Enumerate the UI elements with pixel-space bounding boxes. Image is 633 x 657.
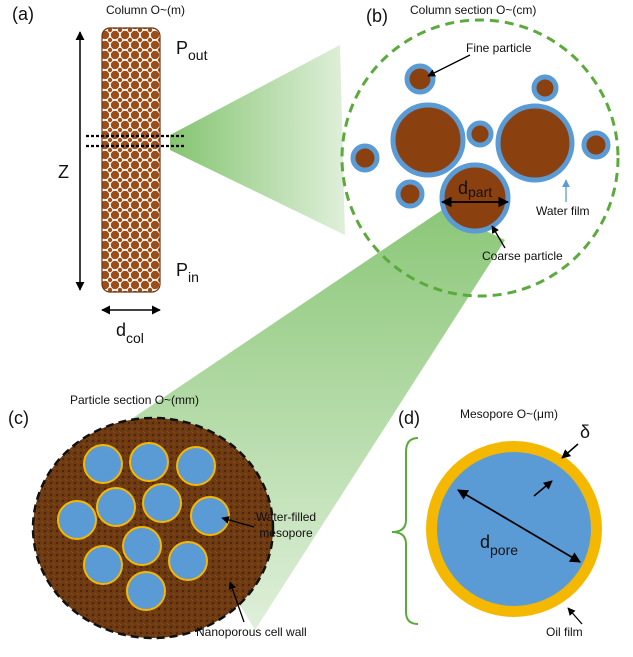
outlet-pressure-main: P	[176, 38, 188, 58]
water-film-label: Water film	[536, 204, 590, 218]
fine-particle	[395, 179, 425, 209]
coarse-particle-pointer	[491, 225, 506, 249]
inlet-pressure-label: Pin	[176, 260, 199, 285]
panel-a-label: (a)	[12, 4, 34, 24]
mesopore-group	[57, 442, 230, 611]
inlet-pressure-main: P	[176, 260, 188, 280]
mesopore-label-line2: mesopore	[259, 526, 313, 540]
pore-diameter-label: dpore	[480, 532, 518, 558]
water-filled-mesopore	[126, 571, 166, 611]
water-filled-mesopore	[129, 442, 169, 482]
fine-particle-pointer	[427, 54, 471, 77]
panel-b-label: (b)	[366, 6, 388, 26]
panel-b-title: Column section O~(cm)	[410, 3, 536, 17]
zoom-cone-column-to-section	[170, 45, 345, 235]
particle-group	[350, 63, 611, 234]
particle-diameter-main: d	[458, 178, 468, 198]
mesopore-label-line1: Water-filled	[256, 510, 316, 524]
water-filled-mesopore	[168, 541, 208, 581]
panel-a-title: Column O~(m)	[106, 3, 185, 17]
panel-c-label: (c)	[8, 408, 29, 428]
inlet-pressure-sub: in	[188, 269, 199, 285]
film-thickness-symbol: δ	[580, 422, 590, 442]
water-filled-mesopore	[142, 483, 182, 523]
film-thickness-pointer-inner	[533, 480, 553, 497]
water-filled-mesopore	[83, 545, 123, 585]
panel-c-title: Particle section O~(mm)	[70, 393, 199, 407]
coarse-particle	[495, 103, 575, 183]
particle-diameter-sub: part	[468, 184, 492, 200]
column-diameter-main: d	[116, 320, 126, 340]
pore-diameter-arrow	[457, 489, 581, 563]
pore-diameter-sub: pore	[490, 542, 518, 558]
packed-column	[101, 27, 161, 293]
fine-particle	[531, 74, 559, 102]
water-filled-mesopore	[83, 444, 123, 484]
column-diameter-sub: col	[126, 330, 144, 346]
water-filled-mesopore	[57, 500, 97, 540]
coarse-particle-label: Coarse particle	[482, 249, 563, 263]
panel-d-title: Mesopore O~(μm)	[460, 407, 558, 421]
fine-particle	[404, 63, 436, 95]
coarse-particle	[390, 102, 466, 178]
column-diameter-label: dcol	[116, 320, 144, 346]
outlet-pressure-sub: out	[188, 47, 208, 63]
mesopore-pointer	[221, 516, 255, 528]
water-filled-mesopore	[122, 526, 162, 566]
fine-particle	[581, 130, 611, 160]
cell-wall-label: Nanoporous cell wall	[196, 625, 307, 639]
fine-particle	[466, 120, 494, 148]
oil-film-pointer	[567, 607, 583, 625]
panel-d-label: (d)	[398, 408, 420, 428]
cell-wall-pointer	[228, 581, 245, 623]
particle-diameter-label: dpart	[458, 178, 492, 200]
column-section-boundary	[340, 18, 620, 298]
water-filled-mesopore	[96, 487, 136, 527]
water-filled-mesopore	[176, 446, 216, 486]
film-thickness-pointer-outer	[561, 443, 579, 459]
oil-film-label: Oil film	[546, 625, 583, 639]
mesopore-water	[437, 452, 591, 606]
outlet-pressure-label: Pout	[176, 38, 208, 63]
height-symbol: Z	[58, 162, 69, 182]
fine-particle-label: Fine particle	[466, 41, 532, 55]
pore-diameter-main: d	[480, 532, 490, 552]
fine-particle	[350, 143, 380, 173]
water-filled-mesopore	[190, 496, 230, 536]
scale-bracket	[391, 437, 419, 625]
